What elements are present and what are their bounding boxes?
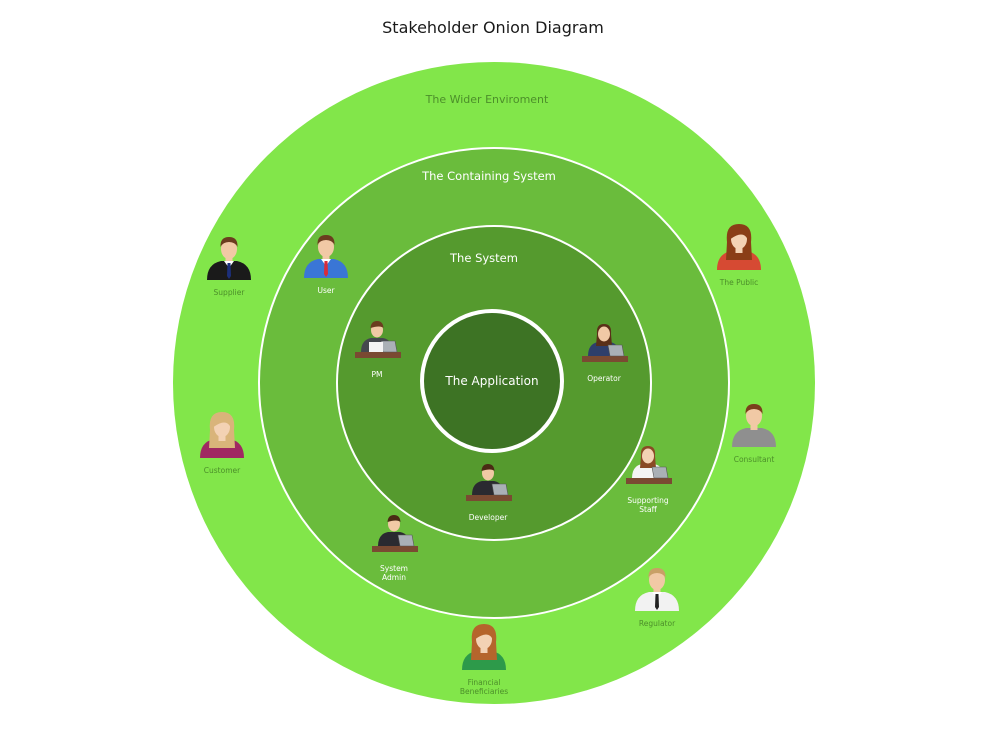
- stakeholder-label: Supplier: [214, 288, 246, 297]
- stakeholder-label: Customer: [204, 466, 241, 475]
- stakeholder-label: Consultant: [734, 455, 775, 464]
- ring-label-application: The Application: [444, 374, 538, 388]
- stakeholder-developer: Developer: [466, 464, 512, 522]
- woman-computer-icon: [626, 446, 672, 484]
- stakeholder-label: Supporting: [627, 496, 668, 505]
- ring-application: [420, 309, 564, 453]
- man-desk-laptop-icon: [466, 464, 512, 501]
- stakeholder-customer: Customer: [200, 412, 244, 475]
- man-gray-icon: [732, 404, 776, 447]
- man-suit-icon: [207, 237, 251, 280]
- ring-label-wider-environment: The Wider Enviroment: [425, 93, 549, 106]
- woman-blonde-icon: [200, 412, 244, 458]
- stakeholder-label: System: [380, 564, 408, 573]
- stakeholder-label: Admin: [382, 573, 406, 582]
- ring-label-containing-system: The Containing System: [421, 169, 556, 183]
- woman-laptop-icon: [582, 324, 628, 362]
- stakeholder-label: Operator: [587, 374, 621, 383]
- stakeholder-label: Financial: [468, 678, 501, 687]
- stakeholder-user: User: [304, 235, 348, 295]
- stakeholder-label: User: [317, 286, 335, 295]
- stakeholder-pm: PM: [355, 321, 401, 379]
- woman-green-icon: [462, 624, 506, 670]
- stakeholder-the-public: The Public: [717, 224, 761, 287]
- stakeholder-consultant: Consultant: [732, 404, 776, 464]
- stakeholder-label: Staff: [639, 505, 657, 514]
- stakeholder-label: The Public: [719, 278, 759, 287]
- stakeholder-label: Developer: [469, 513, 508, 522]
- diagram-title: Stakeholder Onion Diagram: [382, 18, 604, 37]
- man-blue-shirt-icon: [304, 235, 348, 278]
- ring-label-system: The System: [449, 251, 518, 265]
- man-white-shirt-icon: [635, 568, 679, 611]
- stakeholder-label: Beneficiaries: [460, 687, 508, 696]
- stakeholder-label: PM: [372, 370, 383, 379]
- stakeholder-regulator: Regulator: [635, 568, 679, 628]
- stakeholder-supplier: Supplier: [207, 237, 251, 297]
- woman-red-icon: [717, 224, 761, 270]
- stakeholder-label: Regulator: [639, 619, 676, 628]
- man-reading-icon: [355, 321, 401, 358]
- man-desk-laptop-icon: [372, 515, 418, 552]
- stakeholder-operator: Operator: [582, 324, 628, 383]
